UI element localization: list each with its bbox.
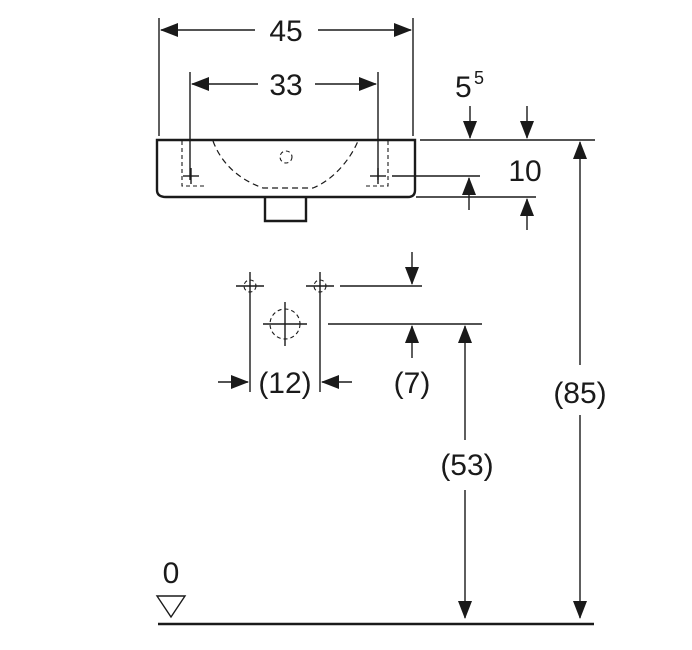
rim-offset-superscript: 5 (474, 68, 484, 88)
depth-label: 10 (508, 155, 541, 188)
dimension-waste-spacing (218, 375, 352, 389)
waste-spacing-label: (12) (258, 367, 311, 400)
waste-connection-marks (236, 272, 482, 392)
overall-width-label: 45 (269, 15, 302, 48)
basin-outline (155, 138, 417, 223)
dimension-rim-height (573, 141, 587, 619)
dimension-rim-offset (420, 106, 595, 141)
tap-spacing-label: 33 (269, 69, 302, 102)
rim-height-label: (85) (553, 377, 606, 410)
dimension-waste-height (458, 325, 472, 619)
dimension-overall-width (158, 18, 414, 136)
rim-offset-main: 5 (455, 71, 472, 104)
rim-offset-label: 5 (455, 71, 472, 104)
level-triangle-icon (155, 595, 187, 619)
floor-level-label: 0 (163, 557, 180, 590)
waste-height-label: (53) (440, 449, 493, 482)
waste-offset-label: (7) (394, 367, 431, 400)
dimension-tap-spacing (189, 72, 379, 180)
dimension-depth (392, 175, 536, 230)
dimension-waste-offset (405, 252, 419, 358)
